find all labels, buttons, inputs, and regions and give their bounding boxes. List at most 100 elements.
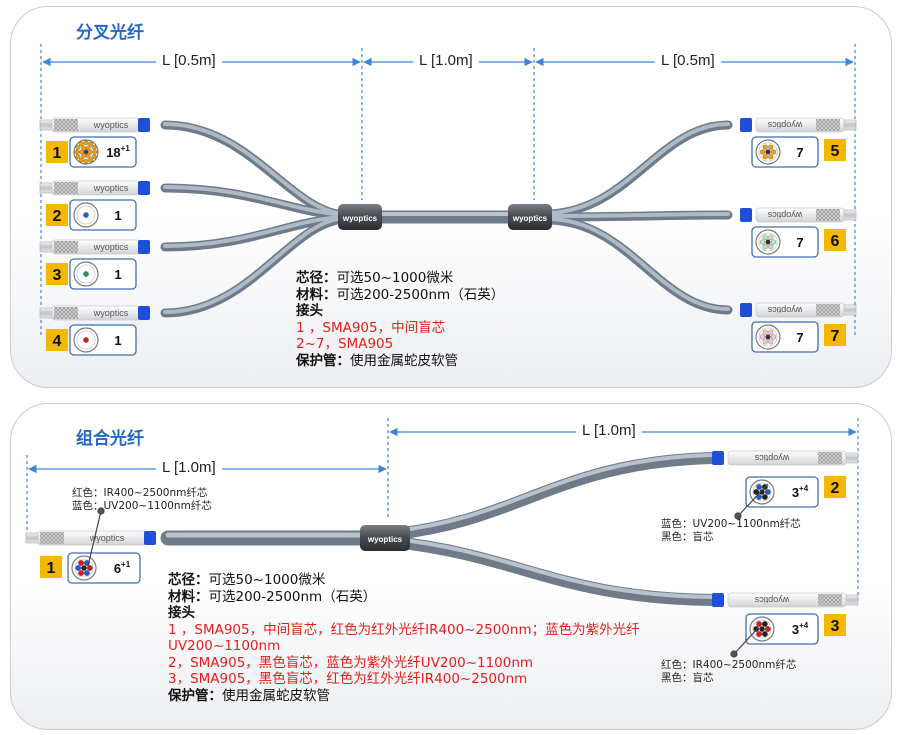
connector-brand: wyoptics xyxy=(93,308,129,318)
connector-brand: wyoptics xyxy=(767,120,803,130)
note-leg2: 蓝色：UV200~1100nm纤芯 黑色：盲芯 xyxy=(661,518,801,544)
dim-combined-right-label: L [1.0m] xyxy=(576,422,642,440)
connector-label: 接头 xyxy=(296,303,323,319)
core-label: 芯径： xyxy=(296,270,337,286)
spec-block-split: 芯径：可选50~1000微米 材料：可选200-2500nm（石英） 接头 1 … xyxy=(296,270,504,369)
leg-icon-box-3: 3+4 xyxy=(745,613,819,645)
connector-brand: wyoptics xyxy=(767,210,803,220)
leg-number-badge-2: 2 xyxy=(46,204,68,226)
fiber-end-face-icon xyxy=(755,139,781,165)
svg-text:3: 3 xyxy=(831,618,840,635)
fiber-count: 1 xyxy=(114,333,121,348)
leg-number-badge-4: 4 xyxy=(46,329,68,351)
fiber-end-face-icon xyxy=(73,261,99,287)
hub-right-brand: wyoptics xyxy=(512,214,548,223)
note-leg2-black: 黑色：盲芯 xyxy=(661,531,714,543)
combined-hub-brand: wyoptics xyxy=(367,535,403,544)
fiber-count: 7 xyxy=(796,145,803,160)
core-label: 芯径： xyxy=(168,572,209,588)
combined-fiber-title: 组合光纤 xyxy=(76,429,144,449)
leg-number-badge-7: 7 xyxy=(824,324,846,346)
connector-line-2: 2，SMA905，黑色盲芯，蓝色为紫外光纤UV200~1100nm xyxy=(168,654,534,671)
combined-connector-3: wyoptics xyxy=(712,592,859,608)
svg-text:4: 4 xyxy=(53,333,62,350)
dim-combined-left-label: L [1.0m] xyxy=(156,459,222,477)
left-connector-4: wyoptics xyxy=(39,305,150,321)
leg-icon-box-1: 18+1 xyxy=(69,136,137,168)
right-connector-7: wyoptics xyxy=(740,302,857,318)
leg-number-badge-3: 3 xyxy=(46,263,68,285)
connector-brand: wyoptics xyxy=(767,305,803,315)
fiber-count: 7 xyxy=(796,330,803,345)
leg-number-badge-3: 3 xyxy=(824,614,846,636)
fiber-end-face-icon xyxy=(73,139,99,165)
left-branch-cables xyxy=(160,120,350,318)
connector-brand: wyoptics xyxy=(89,533,125,543)
svg-text:7: 7 xyxy=(831,328,840,345)
note-leg3-black: 黑色：盲芯 xyxy=(661,672,714,684)
split-fiber-title: 分叉光纤 xyxy=(76,23,144,43)
tube-label: 保护管： xyxy=(168,687,222,704)
note-leg3: 红色：IR400~2500nm纤芯 黑色：盲芯 xyxy=(661,659,796,685)
fiber-count: 1 xyxy=(114,208,121,223)
material-value: 可选200-2500nm（石英） xyxy=(208,588,377,605)
fiber-count: 7 xyxy=(796,235,803,250)
left-connectors: wyoptics 1 18+1 wyoptics 2 1 wyoptics 3 1 wyoptic… xyxy=(39,117,150,356)
leg-icon-box-7: 7 xyxy=(751,321,819,353)
hub-left: wyoptics xyxy=(338,204,382,230)
connector-line-1b: UV200~1100nm xyxy=(168,638,281,654)
material-value: 可选200-2500nm（石英） xyxy=(336,286,505,303)
svg-text:3: 3 xyxy=(53,267,62,284)
tube-value: 使用金属蛇皮软管 xyxy=(222,687,330,704)
left-connector-1: wyoptics xyxy=(39,117,150,133)
svg-text:1: 1 xyxy=(47,560,56,577)
material-label: 材料： xyxy=(296,286,337,303)
leg-icon-box-6: 7 xyxy=(751,226,819,258)
leg-number-badge-1: 1 xyxy=(40,556,62,578)
core-value: 可选50~1000微米 xyxy=(208,572,326,588)
tube-value: 使用金属蛇皮软管 xyxy=(350,352,458,369)
right-connector-5: wyoptics xyxy=(740,117,857,133)
connector-line-1: 1 ，SMA905，中间盲芯 xyxy=(296,319,446,336)
svg-text:5: 5 xyxy=(831,143,840,160)
hub-left-brand: wyoptics xyxy=(342,214,378,223)
combined-connector-2: wyoptics xyxy=(712,450,859,466)
leg-number-badge-2: 2 xyxy=(824,476,846,498)
fiber-end-face-icon xyxy=(73,327,99,353)
combined-connector-1: wyoptics xyxy=(25,530,156,546)
note-leaders xyxy=(87,483,769,658)
fiber-count: 1 xyxy=(114,267,121,282)
note-leg1-red: 红色：IR400~2500nm纤芯 xyxy=(72,487,208,499)
fiber-end-face-icon xyxy=(71,555,97,581)
dim-middle-label: L [1.0m] xyxy=(413,52,479,70)
right-branch-cables xyxy=(545,120,733,315)
connector-brand: wyoptics xyxy=(93,242,129,252)
note-leg1: 红色：IR400~2500nm纤芯 蓝色：UV200~1100nm纤芯 xyxy=(72,487,212,513)
fiber-end-face-icon xyxy=(755,229,781,255)
fiber-end-face-icon xyxy=(749,479,775,505)
note-leg2-blue: 蓝色：UV200~1100nm纤芯 xyxy=(661,518,801,530)
fiber-end-face-icon xyxy=(73,202,99,228)
connector-label: 接头 xyxy=(168,605,195,621)
left-connector-3: wyoptics xyxy=(39,239,150,255)
connector-brand: wyoptics xyxy=(93,120,129,130)
svg-text:1: 1 xyxy=(53,145,62,162)
connector-line-2: 2~7，SMA905 xyxy=(296,336,394,352)
fiber-end-face-icon xyxy=(749,616,775,642)
left-connector-2: wyoptics xyxy=(39,180,150,196)
leg-icon-box-3: 1 xyxy=(69,258,137,290)
combined-cables xyxy=(160,452,718,606)
leg-number-badge-5: 5 xyxy=(824,139,846,161)
note-leg1-blue: 蓝色：UV200~1100nm纤芯 xyxy=(72,500,212,512)
leg-number-badge-1: 1 xyxy=(46,141,68,163)
connector-line-3: 3，SMA905，黑色盲芯，红色为红外光纤IR400~2500nm xyxy=(168,671,528,687)
material-label: 材料： xyxy=(168,588,209,605)
svg-text:2: 2 xyxy=(831,480,840,497)
connector-brand: wyoptics xyxy=(93,183,129,193)
leg-icon-box-2: 1 xyxy=(69,199,137,231)
connector-line-1a: 1 ，SMA905，中间盲芯，红色为红外光纤IR400~2500nm；蓝色为紫外… xyxy=(168,621,640,638)
combined-hub: wyoptics xyxy=(360,525,410,551)
fiber-end-face-icon xyxy=(755,324,781,350)
